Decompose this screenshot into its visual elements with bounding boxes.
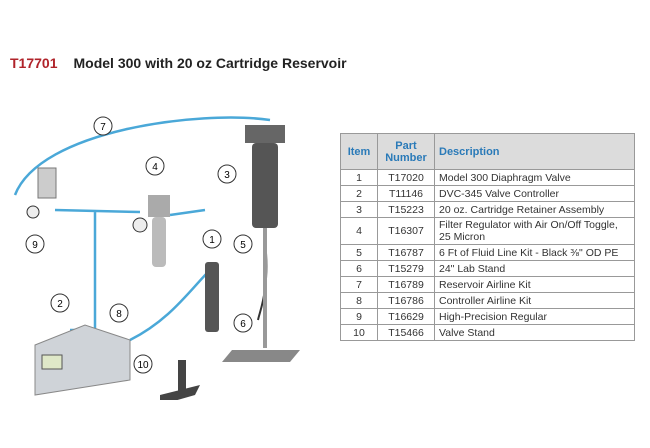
header-part-number: Part Number	[377, 133, 435, 170]
cell-description: Controller Airline Kit	[434, 292, 635, 309]
svg-text:2: 2	[57, 299, 63, 310]
svg-text:5: 5	[240, 240, 246, 251]
assembly-diagram: 7 4 3 9 1 5 2 8 6 10	[13, 116, 300, 400]
cell-item: 8	[340, 292, 378, 309]
cell-description: Valve Stand	[434, 324, 635, 341]
reservoir	[245, 125, 285, 348]
cell-part-number: T16786	[377, 292, 435, 309]
cell-item: 4	[340, 217, 378, 245]
callout-4: 4	[145, 156, 165, 176]
kit-part-number: T17701	[10, 55, 58, 71]
svg-text:1: 1	[209, 235, 215, 246]
svg-text:4: 4	[152, 162, 158, 173]
cell-item: 7	[340, 276, 378, 293]
svg-text:9: 9	[32, 240, 38, 251]
callout-3: 3	[217, 164, 237, 184]
valve-stand	[160, 360, 200, 400]
svg-text:8: 8	[116, 309, 122, 320]
cell-part-number: T16307	[377, 217, 435, 245]
page-title: T17701 Model 300 with 20 oz Cartridge Res…	[10, 55, 347, 71]
header-description: Description	[434, 133, 635, 170]
svg-text:6: 6	[240, 319, 246, 330]
callout-8: 8	[109, 303, 129, 323]
callout-9: 9	[25, 234, 45, 254]
cell-description: Reservoir Airline Kit	[434, 276, 635, 293]
cell-description: Filter Regulator with Air On/Off Toggle,…	[434, 217, 635, 245]
cell-description: High-Precision Regular	[434, 308, 635, 325]
cell-item: 2	[340, 185, 378, 202]
svg-text:7: 7	[100, 122, 106, 133]
cell-part-number: T16629	[377, 308, 435, 325]
cell-item: 10	[340, 324, 378, 341]
cell-description: 20 oz. Cartridge Retainer Assembly	[434, 201, 635, 218]
cell-item: 5	[340, 244, 378, 261]
reservoir-airline	[13, 116, 271, 196]
valve-controller	[34, 324, 131, 396]
cell-part-number: T15466	[377, 324, 435, 341]
cell-description: 24" Lab Stand	[434, 260, 635, 277]
cell-part-number: T15279	[377, 260, 435, 277]
callout-5: 5	[233, 234, 253, 254]
cell-description: Model 300 Diaphragm Valve	[434, 169, 635, 186]
callout-6: 6	[233, 313, 253, 333]
callout-10: 10	[133, 354, 153, 374]
cell-item: 9	[340, 308, 378, 325]
lab-stand	[222, 350, 300, 362]
cell-item: 3	[340, 201, 378, 218]
callouts: 7 4 3 9 1 5 2 8 6 10	[25, 116, 253, 374]
callout-2: 2	[50, 293, 70, 313]
kit-name: Model 300 with 20 oz Cartridge Reservoir	[73, 55, 347, 71]
cell-part-number: T11146	[377, 185, 435, 202]
cell-part-number: T17020	[377, 169, 435, 186]
header-item: Item	[340, 133, 378, 170]
high-precision-regulator	[26, 167, 57, 219]
controller-airline	[129, 269, 211, 342]
cell-description: 6 Ft of Fluid Line Kit - Black ⅜" OD PE	[434, 244, 635, 261]
cell-part-number: T15223	[377, 201, 435, 218]
diaphragm-valve	[205, 262, 219, 332]
cell-part-number: T16787	[377, 244, 435, 261]
cell-part-number: T16789	[377, 276, 435, 293]
callout-1: 1	[202, 229, 222, 249]
callout-7: 7	[93, 116, 113, 136]
cell-item: 6	[340, 260, 378, 277]
cell-item: 1	[340, 169, 378, 186]
svg-text:10: 10	[137, 360, 149, 371]
svg-text:3: 3	[224, 170, 230, 181]
filter-regulator	[132, 195, 170, 267]
cell-description: DVC-345 Valve Controller	[434, 185, 635, 202]
